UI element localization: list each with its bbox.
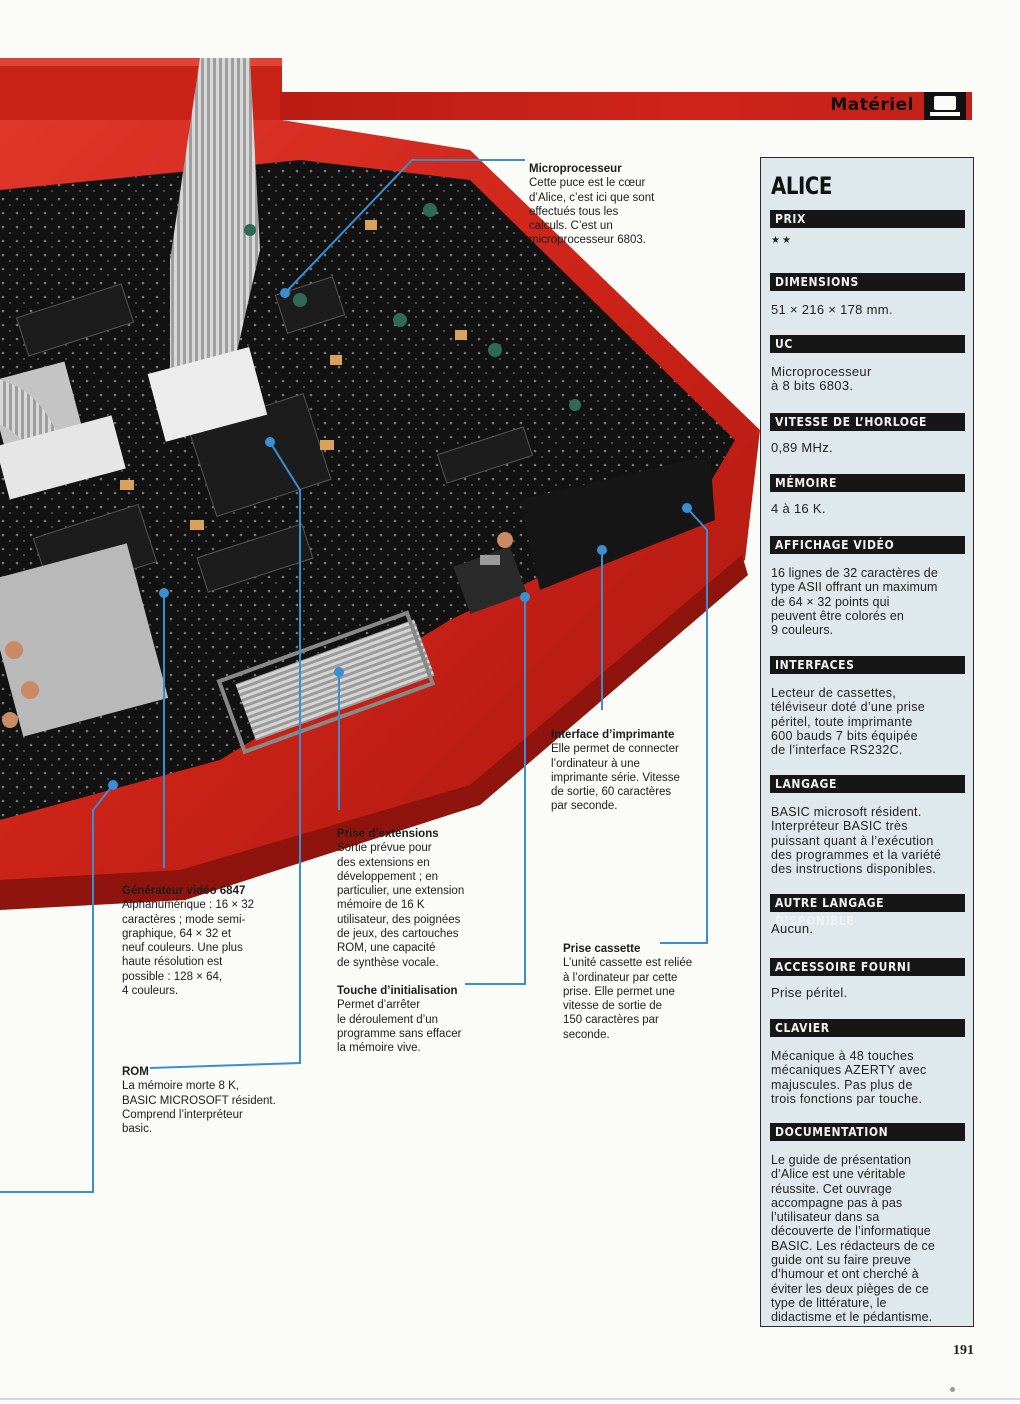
callout-title: Microprocesseur (529, 163, 622, 175)
callout-title: Prise cassette (563, 943, 641, 955)
page-dot (950, 1387, 955, 1392)
spec-heading: CLAVIER (770, 1019, 965, 1037)
spec-title: ALICE (771, 172, 832, 200)
spec-body: BASIC microsoft résident. Interpréteur B… (771, 805, 942, 877)
spec-section-memory: MÉMOIRE 4 à 16 K. (770, 474, 965, 516)
spec-section-display: AFFICHAGE VIDÉO 16 lignes de 32 caractèr… (770, 536, 965, 637)
callout-video-generator: Générateur vidéo 6847 Alphanumérique : 1… (122, 884, 292, 998)
callout-body: Sortie prévue pour des extensions en dév… (337, 842, 465, 969)
spec-heading: DIMENSIONS (770, 273, 965, 291)
callout-microprocessor: Microprocesseur Cette puce est le cœur d… (529, 162, 699, 248)
callout-body: L’unité cassette est reliée à l’ordinate… (563, 957, 693, 1041)
spec-heading: MÉMOIRE (770, 474, 965, 492)
computer-icon (924, 92, 966, 120)
callout-title: Prise d’extensions (337, 828, 439, 840)
spec-section-interfaces: INTERFACES Lecteur de cassettes, télévis… (770, 656, 965, 757)
spec-heading: LANGAGE (770, 775, 965, 793)
computer-screen-shape (934, 96, 956, 110)
spec-body: Le guide de présentation d’Alice est une… (771, 1153, 935, 1325)
spec-heading: ACCESSOIRE FOURNI (770, 958, 965, 976)
callout-rom: ROM La mémoire morte 8 K, BASIC MICROSOF… (122, 1065, 292, 1136)
spec-body: Mécanique à 48 touches mécaniques AZERTY… (771, 1049, 927, 1106)
spec-section-dimensions: DIMENSIONS 51 × 216 × 178 mm. (770, 273, 965, 317)
spec-heading: AUTRE LANGAGE DISPONIBLE (770, 894, 965, 928)
computer-board-photo (0, 58, 760, 1193)
callout-body: Elle permet de connecter l’ordinateur à … (551, 743, 680, 813)
callout-title: Touche d’initialisation (337, 985, 458, 997)
spec-section-other-language: AUTRE LANGAGE DISPONIBLE Aucun. (770, 894, 965, 936)
spec-section-price: PRIX ★★ (770, 210, 965, 248)
spec-body: Microprocesseur à 8 bits 6803. (771, 364, 872, 394)
callout-extensions-port: Prise d’extensions Sortie prévue pour de… (337, 827, 507, 970)
spec-body: Aucun. (771, 921, 814, 936)
callout-title: Générateur vidéo 6847 (122, 885, 246, 897)
price-stars: ★★ (771, 235, 793, 246)
spec-body: 0,89 MHz. (771, 440, 833, 455)
spec-heading: AFFICHAGE VIDÉO (770, 536, 965, 554)
callout-body: Alphanumérique : 16 × 32 caractères ; mo… (122, 899, 255, 998)
spec-section-language: LANGAGE BASIC microsoft résident. Interp… (770, 775, 965, 876)
spec-heading: VITESSE DE L’HORLOGE (770, 413, 965, 431)
spec-heading: INTERFACES (770, 656, 965, 674)
spec-panel: ALICE PRIX ★★ DIMENSIONS 51 × 216 × 178 … (760, 157, 974, 1327)
callout-cassette-port: Prise cassette L’unité cassette est reli… (563, 942, 733, 1042)
spec-section-cpu: UC Microprocesseur à 8 bits 6803. (770, 335, 965, 394)
spec-body: Prise péritel. (771, 985, 848, 1000)
spec-body: 51 × 216 × 178 mm. (771, 302, 893, 317)
spec-heading: PRIX (770, 210, 965, 228)
callout-title: Interface d’imprimante (551, 729, 675, 741)
callout-body: Cette puce est le cœur d’Alice, c’est ic… (529, 177, 655, 247)
callout-reset-key: Touche d’initialisation Permet d’arrêter… (337, 984, 507, 1055)
computer-base-shape (930, 112, 960, 116)
section-header-bar: Matériel (280, 92, 972, 120)
spec-body: 4 à 16 K. (771, 501, 826, 516)
spec-heading: UC (770, 335, 965, 353)
callout-printer-interface: Interface d’imprimante Elle permet de co… (551, 728, 721, 814)
spec-body: Lecteur de cassettes, téléviseur doté d’… (771, 686, 926, 758)
page-number: 191 (953, 1343, 974, 1358)
spec-section-accessory: ACCESSOIRE FOURNI Prise péritel. (770, 958, 965, 1000)
callout-title: ROM (122, 1066, 149, 1078)
callout-body: La mémoire morte 8 K, BASIC MICROSOFT ré… (122, 1080, 276, 1136)
spec-section-keyboard: CLAVIER Mécanique à 48 touches mécanique… (770, 1019, 965, 1106)
spec-heading: DOCUMENTATION (770, 1123, 965, 1141)
bottom-rule (0, 1398, 1020, 1400)
spec-section-clock: VITESSE DE L’HORLOGE 0,89 MHz. (770, 413, 965, 455)
callout-body: Permet d’arrêter le déroulement d’un pro… (337, 999, 462, 1055)
spec-section-documentation: DOCUMENTATION Le guide de présentation d… (770, 1123, 965, 1325)
section-label: Matériel (830, 95, 914, 115)
spec-body: 16 lignes de 32 caractères de type ASII … (771, 566, 938, 638)
